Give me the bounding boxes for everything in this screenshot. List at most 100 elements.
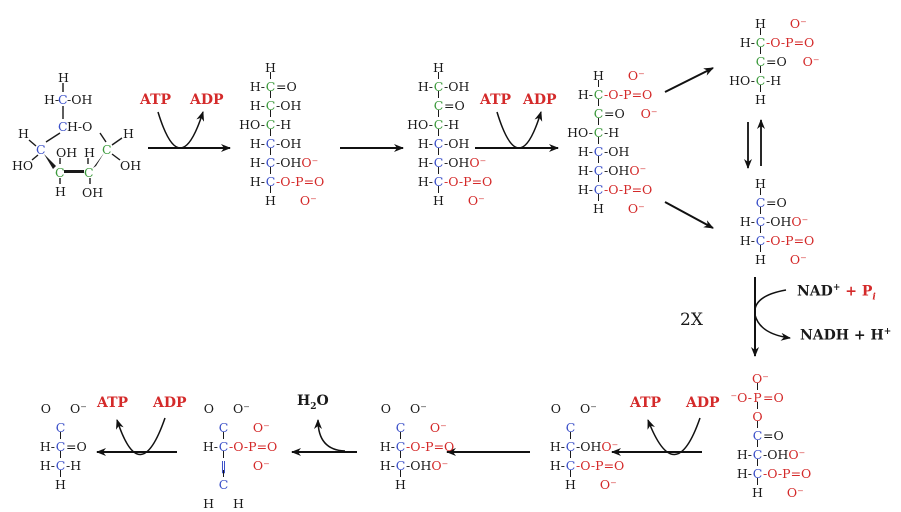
substituent: -H: [604, 123, 704, 142]
substituent: [695, 193, 755, 212]
atom-text: -O-P=O: [576, 458, 625, 473]
substituent: O⁻: [604, 199, 704, 218]
atom-text: O⁻: [469, 155, 487, 170]
atom-text: C: [265, 174, 276, 189]
molecule-row: H: [373, 58, 544, 77]
atom-text: C: [265, 155, 276, 170]
atom-text: O⁻: [604, 201, 645, 216]
substituent: O: [505, 399, 565, 418]
atom-text: C: [265, 79, 276, 94]
atom-text: C: [752, 447, 763, 462]
ring-atom: C: [58, 119, 68, 134]
cofactor-atp: ATP: [630, 395, 662, 411]
substituent: [335, 418, 395, 437]
backbone-atom: O⁻: [752, 369, 769, 388]
atom-text: O: [203, 401, 218, 416]
atom-text: H: [433, 193, 444, 208]
atom-text: =O: [763, 428, 784, 443]
molecule-row: H O⁻: [695, 245, 866, 269]
backbone-atom: C: [752, 459, 763, 483]
substituent: [692, 483, 752, 502]
atom-text: C: [433, 79, 444, 94]
substituent: H-: [335, 456, 395, 475]
water-h: H: [297, 393, 311, 409]
atom-text: O: [550, 401, 565, 416]
atom-text: =O: [766, 54, 787, 69]
atom-text: O⁻: [406, 420, 447, 435]
atom-text: C: [433, 117, 444, 132]
atom-text: -O-P=O: [766, 233, 815, 248]
backbone-atom: C: [55, 418, 66, 437]
substituent: O⁻: [576, 399, 676, 418]
atom-text: -O-P=O: [766, 35, 815, 50]
substituent: O⁻: [406, 399, 506, 418]
water-o: O: [316, 393, 329, 409]
atom-text: =O: [766, 195, 787, 210]
backbone-atom: H: [433, 58, 444, 77]
molecule-row: H: [695, 85, 866, 109]
molecule-row: H-C-OH: [373, 72, 544, 96]
molecule-row: HO-C-H: [373, 110, 544, 134]
ring-atom: H: [58, 70, 69, 85]
backbone-atom: H: [752, 478, 763, 502]
atom-text: -O-P=O: [763, 466, 812, 481]
substituent: [692, 426, 752, 445]
atom-text: =O: [763, 390, 784, 405]
atom-text: H-: [577, 144, 593, 159]
substituent: O⁻: [604, 66, 704, 85]
atom-text: O⁻: [604, 68, 645, 83]
substituent: [763, 369, 863, 388]
substituent: [229, 475, 329, 494]
substituent: H-: [533, 180, 593, 199]
atom-text: -H: [276, 117, 292, 132]
atom-text: H: [593, 68, 604, 83]
molecule-row: H-C-OHO⁻: [695, 207, 866, 231]
atom-text: H-: [249, 79, 265, 94]
backbone-atom: H: [755, 174, 766, 193]
atom-text: =O: [444, 98, 465, 113]
atom-text: C: [593, 125, 604, 140]
cofactor-curve-1: [157, 111, 205, 149]
molecule-row: H-C-O-P=O: [695, 28, 866, 52]
backbone-atom: C: [755, 207, 766, 231]
nad-charge: +: [832, 283, 841, 293]
substituent: [373, 191, 433, 210]
atom-text: H-: [202, 439, 218, 454]
atom-text: C: [433, 155, 444, 170]
atom-text: H-: [417, 174, 433, 189]
atom-text: =O: [276, 79, 297, 94]
substituent: -OHO⁻: [604, 161, 704, 180]
atom-text: O⁻: [624, 106, 658, 121]
molecule-row: O⁻: [692, 369, 863, 388]
atom-text: C: [55, 458, 66, 473]
substituent: H-: [505, 437, 565, 456]
backbone-atom: C: [55, 432, 66, 456]
molecule-row: H-C-OHO⁻: [205, 148, 376, 172]
molecule-row: C: [0, 418, 166, 437]
substituent: H-: [335, 437, 395, 456]
backbone-atom: C: [565, 418, 576, 437]
substituent: =O: [276, 77, 376, 96]
atom-text: ⁻O-: [730, 390, 752, 405]
atom-text: C: [433, 174, 444, 189]
backbone-atom: H: [593, 66, 604, 85]
atom-text: C: [265, 98, 276, 113]
atom-text: H: [265, 60, 276, 75]
atom-text: C: [565, 439, 576, 454]
molecule-row: ⁻O-P=O: [692, 383, 863, 407]
ring-atom: HO: [12, 158, 33, 173]
molecule-row: H-C=O: [0, 432, 166, 456]
nadh-label: NADH + H+: [800, 327, 891, 344]
substituent: -O-P=O: [406, 437, 506, 456]
substituent: -H: [444, 115, 544, 134]
backbone-atom: [218, 399, 229, 418]
molecule-row: H O⁻: [505, 470, 676, 494]
atom-text: C: [565, 458, 576, 473]
substituent: O⁻: [406, 418, 506, 437]
backbone-atom: C: [433, 167, 444, 191]
backbone-atom: C: [755, 226, 766, 250]
substituent: H-: [695, 231, 755, 250]
backbone-atom: C: [755, 66, 766, 90]
